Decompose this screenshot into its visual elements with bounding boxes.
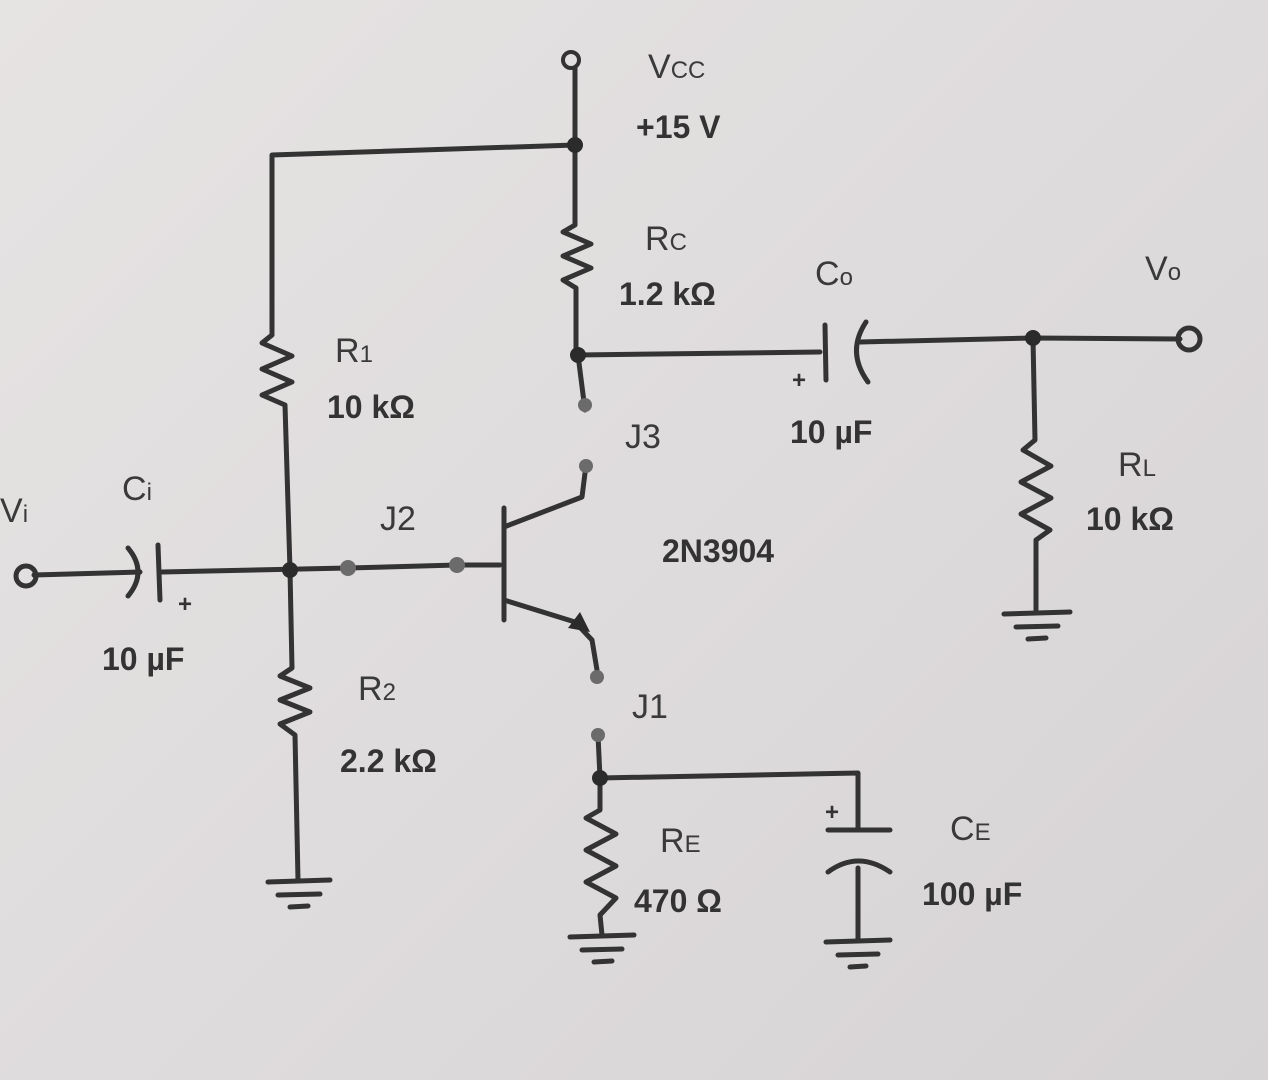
- node-top: [567, 137, 583, 153]
- vcc-label: VCC: [648, 48, 705, 86]
- r2-resistor: [277, 665, 313, 738]
- node-emitter: [592, 770, 608, 786]
- vo-label: Vo: [1145, 250, 1181, 288]
- transistor-part: 2N3904: [662, 533, 774, 569]
- co-left-wire: [575, 349, 823, 358]
- r1-label: R1: [335, 332, 373, 370]
- ci-plus: +: [178, 591, 192, 618]
- r1-resistor: [259, 333, 295, 408]
- vcc-value: +15 V: [636, 109, 721, 145]
- rc-resistor: [560, 222, 594, 291]
- node-output: [1025, 330, 1041, 346]
- co-label: Co: [815, 255, 853, 293]
- re-bottom-wire: [597, 912, 605, 938]
- rc-label: RC: [645, 220, 687, 258]
- emitter-wire: [501, 597, 600, 673]
- node-base: [282, 562, 298, 578]
- rl-resistor: [1018, 438, 1054, 543]
- output-wire: [857, 335, 1183, 345]
- base-wire: [345, 562, 503, 571]
- ce-plus: +: [825, 799, 839, 826]
- emitter-arrow: [568, 612, 590, 632]
- transistor-symbol: [501, 505, 590, 632]
- j2-label: J2: [380, 500, 416, 538]
- co-plus: +: [792, 367, 806, 394]
- rl-value: 10 kΩ: [1086, 501, 1174, 537]
- ce-capacitor: [825, 827, 893, 875]
- re-label: RE: [660, 822, 701, 860]
- r2-value: 2.2 kΩ: [340, 743, 437, 779]
- collector-wire: [501, 462, 589, 530]
- ce-value: 100 µF: [922, 876, 1022, 912]
- input-wire: [31, 569, 143, 578]
- rc-value: 1.2 kΩ: [619, 276, 716, 312]
- ci-value: 10 µF: [102, 641, 184, 677]
- ground-rl: [1001, 609, 1073, 642]
- r1-bottom-wire: [282, 402, 293, 573]
- ci-capacitor: [125, 542, 163, 603]
- r2-label: R2: [358, 670, 396, 708]
- ground-r2: [265, 877, 333, 910]
- base-left-wire: [159, 565, 351, 575]
- ce-top-wire: [597, 770, 861, 833]
- r1-value: 10 kΩ: [327, 389, 415, 425]
- re-value: 470 Ω: [634, 883, 722, 919]
- ground-re: [567, 932, 637, 965]
- ci-label: Ci: [122, 470, 152, 508]
- input-terminal: [13, 563, 39, 589]
- node-collector: [570, 347, 586, 363]
- wires: [31, 65, 1183, 943]
- rl-top-wire: [1030, 335, 1038, 443]
- ce-label: CE: [950, 810, 991, 848]
- jumper-j2[interactable]: [340, 557, 465, 576]
- co-capacitor: [822, 319, 871, 385]
- j1-label: J1: [632, 688, 668, 726]
- jumper-j1[interactable]: [590, 670, 605, 742]
- co-value: 10 µF: [790, 414, 872, 450]
- j3-label: J3: [625, 418, 661, 456]
- output-terminal: [1175, 325, 1203, 353]
- jumper-j3[interactable]: [578, 398, 593, 473]
- vcc-terminal: [561, 50, 581, 70]
- r2-top-wire: [287, 567, 295, 671]
- vi-label: Vi: [0, 492, 28, 530]
- re-resistor: [583, 807, 619, 917]
- rl-label: RL: [1118, 446, 1156, 484]
- ground-ce: [823, 937, 893, 970]
- r2-bottom-wire: [292, 732, 301, 883]
- top-rail-wire: [269, 142, 578, 338]
